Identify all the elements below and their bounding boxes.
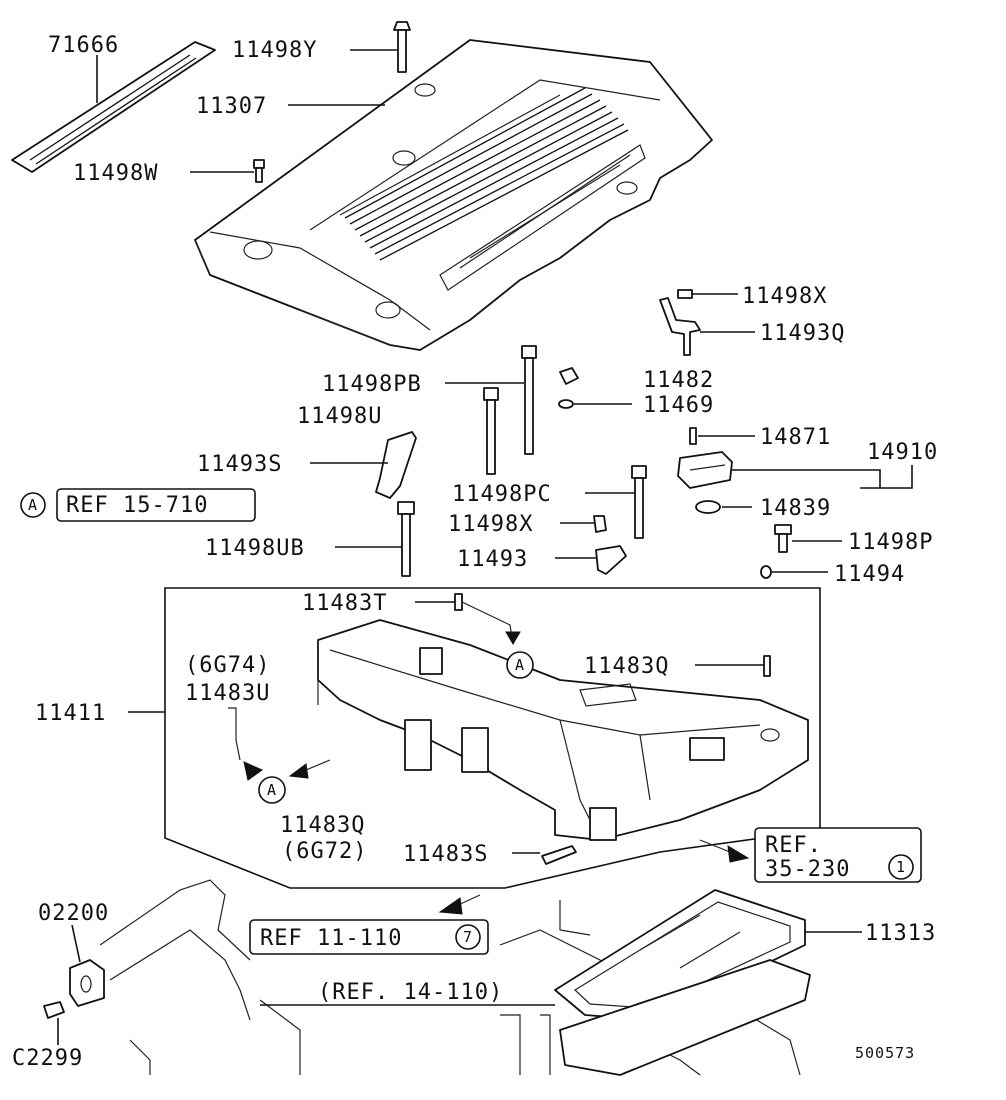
label-11307: 11307 xyxy=(196,94,267,119)
label-6G74: (6G74) xyxy=(185,653,270,678)
ref-11-110 xyxy=(249,919,489,955)
arrow-marker-a2: A xyxy=(267,781,277,799)
label-11498X-mid: 11498X xyxy=(448,512,533,537)
drawing-number: 500573 xyxy=(855,1044,915,1062)
label-11483U: 11483U xyxy=(185,681,270,706)
ref-35-230-marker: 1 xyxy=(896,858,906,876)
label-11483Q-bottom: 11483Q xyxy=(280,813,365,838)
ref-11-110-marker: 7 xyxy=(463,928,473,946)
label-11411: 11411 xyxy=(35,701,106,726)
label-6G72: (6G72) xyxy=(282,839,367,864)
nut-11482 xyxy=(559,367,579,385)
ref-35-230-line1: REF. xyxy=(765,833,822,858)
ref-35-230-line2: 35-230 xyxy=(765,857,850,882)
oring-14839 xyxy=(695,500,721,514)
emblem-strip xyxy=(11,41,216,173)
ref-35-230 xyxy=(754,827,922,883)
intake-manifold xyxy=(317,619,809,841)
label-11494: 11494 xyxy=(834,562,905,587)
assembly-outline xyxy=(164,587,821,889)
label-14910: 14910 xyxy=(867,440,938,465)
label-C2299: C2299 xyxy=(12,1046,83,1071)
ref-15-710 xyxy=(20,488,256,522)
ref-15-710-marker: A xyxy=(28,496,38,514)
label-11482: 11482 xyxy=(643,368,714,393)
label-11469: 11469 xyxy=(643,393,714,418)
ref-11-110-text: REF 11-110 xyxy=(260,926,402,951)
label-11493Q: 11493Q xyxy=(760,321,845,346)
label-11483T: 11483T xyxy=(302,591,387,616)
clip-11498X-top xyxy=(677,289,693,299)
bolt-11498P xyxy=(774,524,792,553)
bolt-11498PC xyxy=(631,465,647,539)
bracket-11493Q xyxy=(659,297,701,356)
bracket-11493S xyxy=(375,431,417,499)
clip-11498X-mid xyxy=(593,515,607,533)
bolt-11498Y xyxy=(393,21,411,73)
ref-15-710-text: REF 15-710 xyxy=(66,493,208,518)
bolt-11498W xyxy=(253,159,265,183)
label-11498P: 11498P xyxy=(848,530,933,555)
arrow-marker-a1: A xyxy=(515,656,525,674)
label-11313: 11313 xyxy=(865,921,936,946)
grommet-11494 xyxy=(760,565,772,579)
bracket-02200 xyxy=(69,959,105,1007)
bolt-11498UB xyxy=(397,501,415,577)
sensor-14910 xyxy=(677,451,733,489)
label-11498PB: 11498PB xyxy=(322,372,422,397)
engine-cover xyxy=(194,39,713,351)
label-11498Y: 11498Y xyxy=(232,38,317,63)
label-14871: 14871 xyxy=(760,425,831,450)
gasket-11313 xyxy=(554,889,811,1076)
fitting-14871 xyxy=(689,427,697,445)
label-71666: 71666 xyxy=(48,33,119,58)
label-11483S: 11483S xyxy=(403,842,488,867)
label-11498X-top: 11498X xyxy=(742,284,827,309)
washer-11469 xyxy=(558,399,574,409)
bolt-11498PB xyxy=(483,345,537,475)
bracket-11493 xyxy=(595,545,627,575)
label-11498UB: 11498UB xyxy=(205,536,305,561)
label-11498U: 11498U xyxy=(297,404,382,429)
label-11498PC: 11498PC xyxy=(452,482,552,507)
label-02200: 02200 xyxy=(38,901,109,926)
ref-14-110-text: (REF. 14-110) xyxy=(318,980,503,1005)
label-11483Q-top: 11483Q xyxy=(584,654,669,679)
label-11498W: 11498W xyxy=(73,161,158,186)
label-14839: 14839 xyxy=(760,496,831,521)
bolt-C2299 xyxy=(43,1001,65,1019)
label-11493S: 11493S xyxy=(197,452,282,477)
label-11493: 11493 xyxy=(457,547,528,572)
